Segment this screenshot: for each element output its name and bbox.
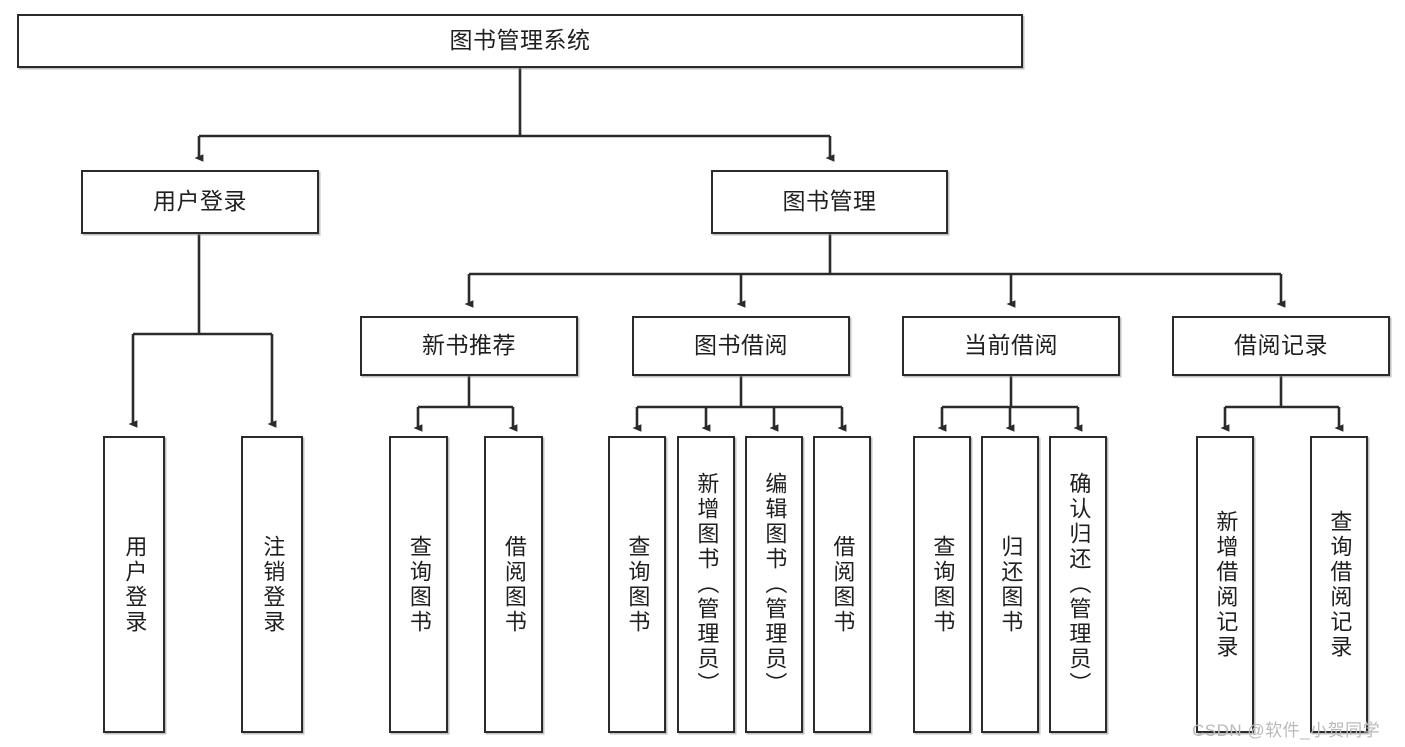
node-leaf-borrow-book-rec-label: 借阅图书 [501, 534, 527, 635]
node-leaf-user-login-label: 用户登录 [122, 534, 148, 635]
node-leaf-return-book[interactable]: 归还图书 [981, 436, 1039, 733]
node-leaf-add-record-label: 新增借阅记录 [1213, 509, 1239, 660]
node-current-borrow[interactable]: 当前借阅 [902, 316, 1120, 376]
node-leaf-confirm-return-label: 确认归还（管理员） [1066, 472, 1092, 697]
node-new-book-rec[interactable]: 新书推荐 [360, 316, 578, 376]
node-leaf-edit-book[interactable]: 编辑图书（管理员） [745, 436, 803, 733]
node-leaf-query-book-current-label: 查询图书 [930, 534, 956, 635]
node-book-borrow[interactable]: 图书借阅 [632, 316, 850, 376]
node-leaf-query-book-rec-label: 查询图书 [406, 534, 432, 635]
node-leaf-query-book-rec[interactable]: 查询图书 [389, 436, 448, 733]
node-leaf-add-book[interactable]: 新增图书（管理员） [677, 436, 735, 733]
node-leaf-borrow-book-label: 借阅图书 [830, 534, 856, 635]
node-leaf-query-record-label: 查询借阅记录 [1327, 509, 1353, 660]
node-leaf-user-logout[interactable]: 注销登录 [241, 436, 303, 733]
node-user-login[interactable]: 用户登录 [81, 170, 319, 234]
node-borrow-records[interactable]: 借阅记录 [1172, 316, 1390, 376]
node-new-book-rec-label: 新书推荐 [422, 332, 516, 359]
node-leaf-user-logout-label: 注销登录 [260, 534, 286, 635]
node-user-login-label: 用户登录 [153, 188, 247, 215]
node-leaf-user-login[interactable]: 用户登录 [103, 436, 165, 733]
csdn-watermark: CSDN @软件_小贺同学 [1192, 721, 1381, 740]
node-borrow-records-label: 借阅记录 [1234, 332, 1328, 359]
node-book-manage[interactable]: 图书管理 [711, 170, 948, 234]
node-leaf-borrow-book[interactable]: 借阅图书 [813, 436, 871, 733]
node-leaf-query-record[interactable]: 查询借阅记录 [1310, 436, 1368, 733]
node-root[interactable]: 图书管理系统 [17, 14, 1023, 68]
node-current-borrow-label: 当前借阅 [964, 332, 1058, 359]
node-leaf-edit-book-label: 编辑图书（管理员） [762, 472, 788, 697]
node-leaf-add-book-label: 新增图书（管理员） [694, 472, 720, 697]
node-leaf-borrow-book-rec[interactable]: 借阅图书 [484, 436, 543, 733]
node-leaf-confirm-return[interactable]: 确认归还（管理员） [1049, 436, 1107, 733]
node-book-manage-label: 图书管理 [782, 188, 877, 215]
node-root-label: 图书管理系统 [449, 27, 591, 54]
node-book-borrow-label: 图书借阅 [694, 332, 788, 359]
node-leaf-query-book-borrow[interactable]: 查询图书 [608, 436, 666, 733]
node-leaf-query-book-borrow-label: 查询图书 [625, 534, 651, 635]
node-leaf-query-book-current[interactable]: 查询图书 [913, 436, 971, 733]
node-leaf-add-record[interactable]: 新增借阅记录 [1196, 436, 1254, 733]
node-leaf-return-book-label: 归还图书 [998, 534, 1024, 635]
